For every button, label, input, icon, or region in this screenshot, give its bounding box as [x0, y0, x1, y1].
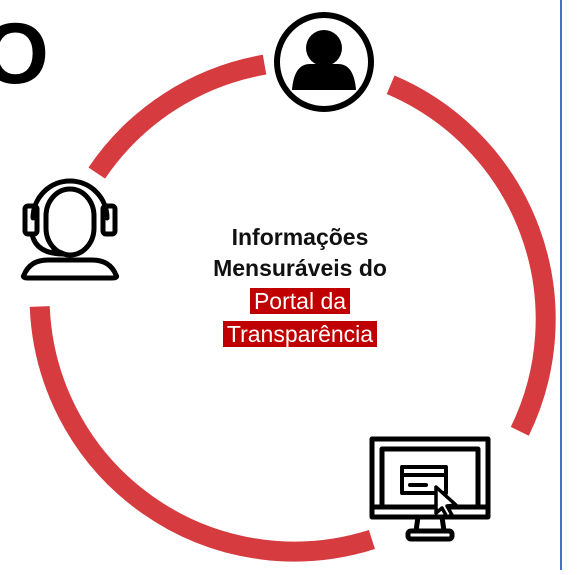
partial-title-letter: O	[0, 6, 49, 102]
center-line-2: Mensuráveis do	[213, 255, 387, 281]
highlight-text-2: Transparência	[222, 321, 378, 347]
ring-arc-bottom	[29, 306, 375, 562]
ring-arcs	[29, 54, 556, 562]
highlight-line-1: Portal da	[170, 286, 430, 317]
ring-arc-top	[88, 54, 267, 179]
computer-monitor-click-icon	[369, 436, 491, 542]
user-avatar-icon	[266, 4, 382, 120]
center-line-1: Informações	[231, 224, 369, 250]
highlight-line-2: Transparência	[170, 319, 430, 350]
frame-right-border	[560, 0, 562, 570]
highlight-text-1: Portal da	[249, 288, 351, 314]
ring-arc-right	[386, 75, 556, 436]
center-label: Informações Mensuráveis do Portal da Tra…	[170, 222, 430, 350]
headset-support-icon	[21, 178, 119, 281]
